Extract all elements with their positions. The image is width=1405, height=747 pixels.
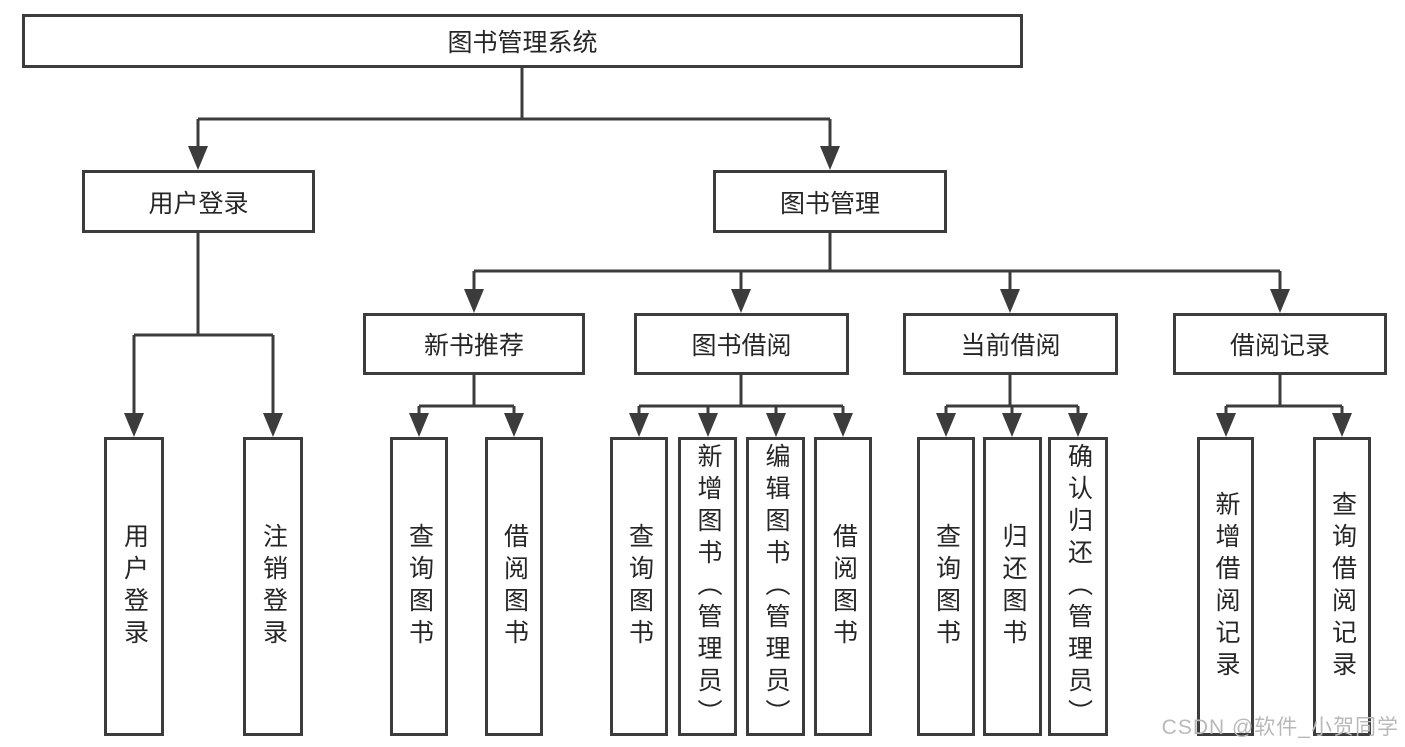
leaf-add-borrow-record: 新增借阅记录 bbox=[1197, 437, 1254, 736]
leaf-borrow-books-borrowing: 借阅图书 bbox=[814, 437, 872, 736]
leaf-user-login: 用户登录 bbox=[104, 437, 164, 736]
node-borrowing-records: 借阅记录 bbox=[1173, 313, 1387, 375]
node-new-book-recommend: 新书推荐 bbox=[363, 313, 585, 375]
csdn-watermark: CSDN @软件_小贺同学 bbox=[1161, 716, 1399, 739]
leaf-query-borrow-record: 查询借阅记录 bbox=[1313, 437, 1371, 736]
leaf-query-books-borrowing: 查询图书 bbox=[610, 437, 668, 736]
leaf-edit-book-admin: 编辑图书（管理员） bbox=[746, 437, 805, 736]
node-book-management: 图书管理 bbox=[713, 170, 947, 233]
leaf-logout: 注销登录 bbox=[243, 437, 303, 736]
node-library-management-system: 图书管理系统 bbox=[22, 14, 1023, 68]
leaf-add-book-admin: 新增图书（管理员） bbox=[678, 437, 737, 736]
leaf-return-book: 归还图书 bbox=[983, 437, 1042, 736]
node-book-borrowing: 图书借阅 bbox=[634, 313, 849, 375]
leaf-query-books-recommend: 查询图书 bbox=[390, 437, 448, 736]
leaf-confirm-return-admin: 确认归还（管理员） bbox=[1048, 437, 1108, 736]
leaf-borrow-books-recommend: 借阅图书 bbox=[485, 437, 543, 736]
node-current-borrowing: 当前借阅 bbox=[903, 313, 1118, 375]
leaf-query-books-current: 查询图书 bbox=[917, 437, 975, 736]
node-user-login: 用户登录 bbox=[82, 170, 315, 233]
